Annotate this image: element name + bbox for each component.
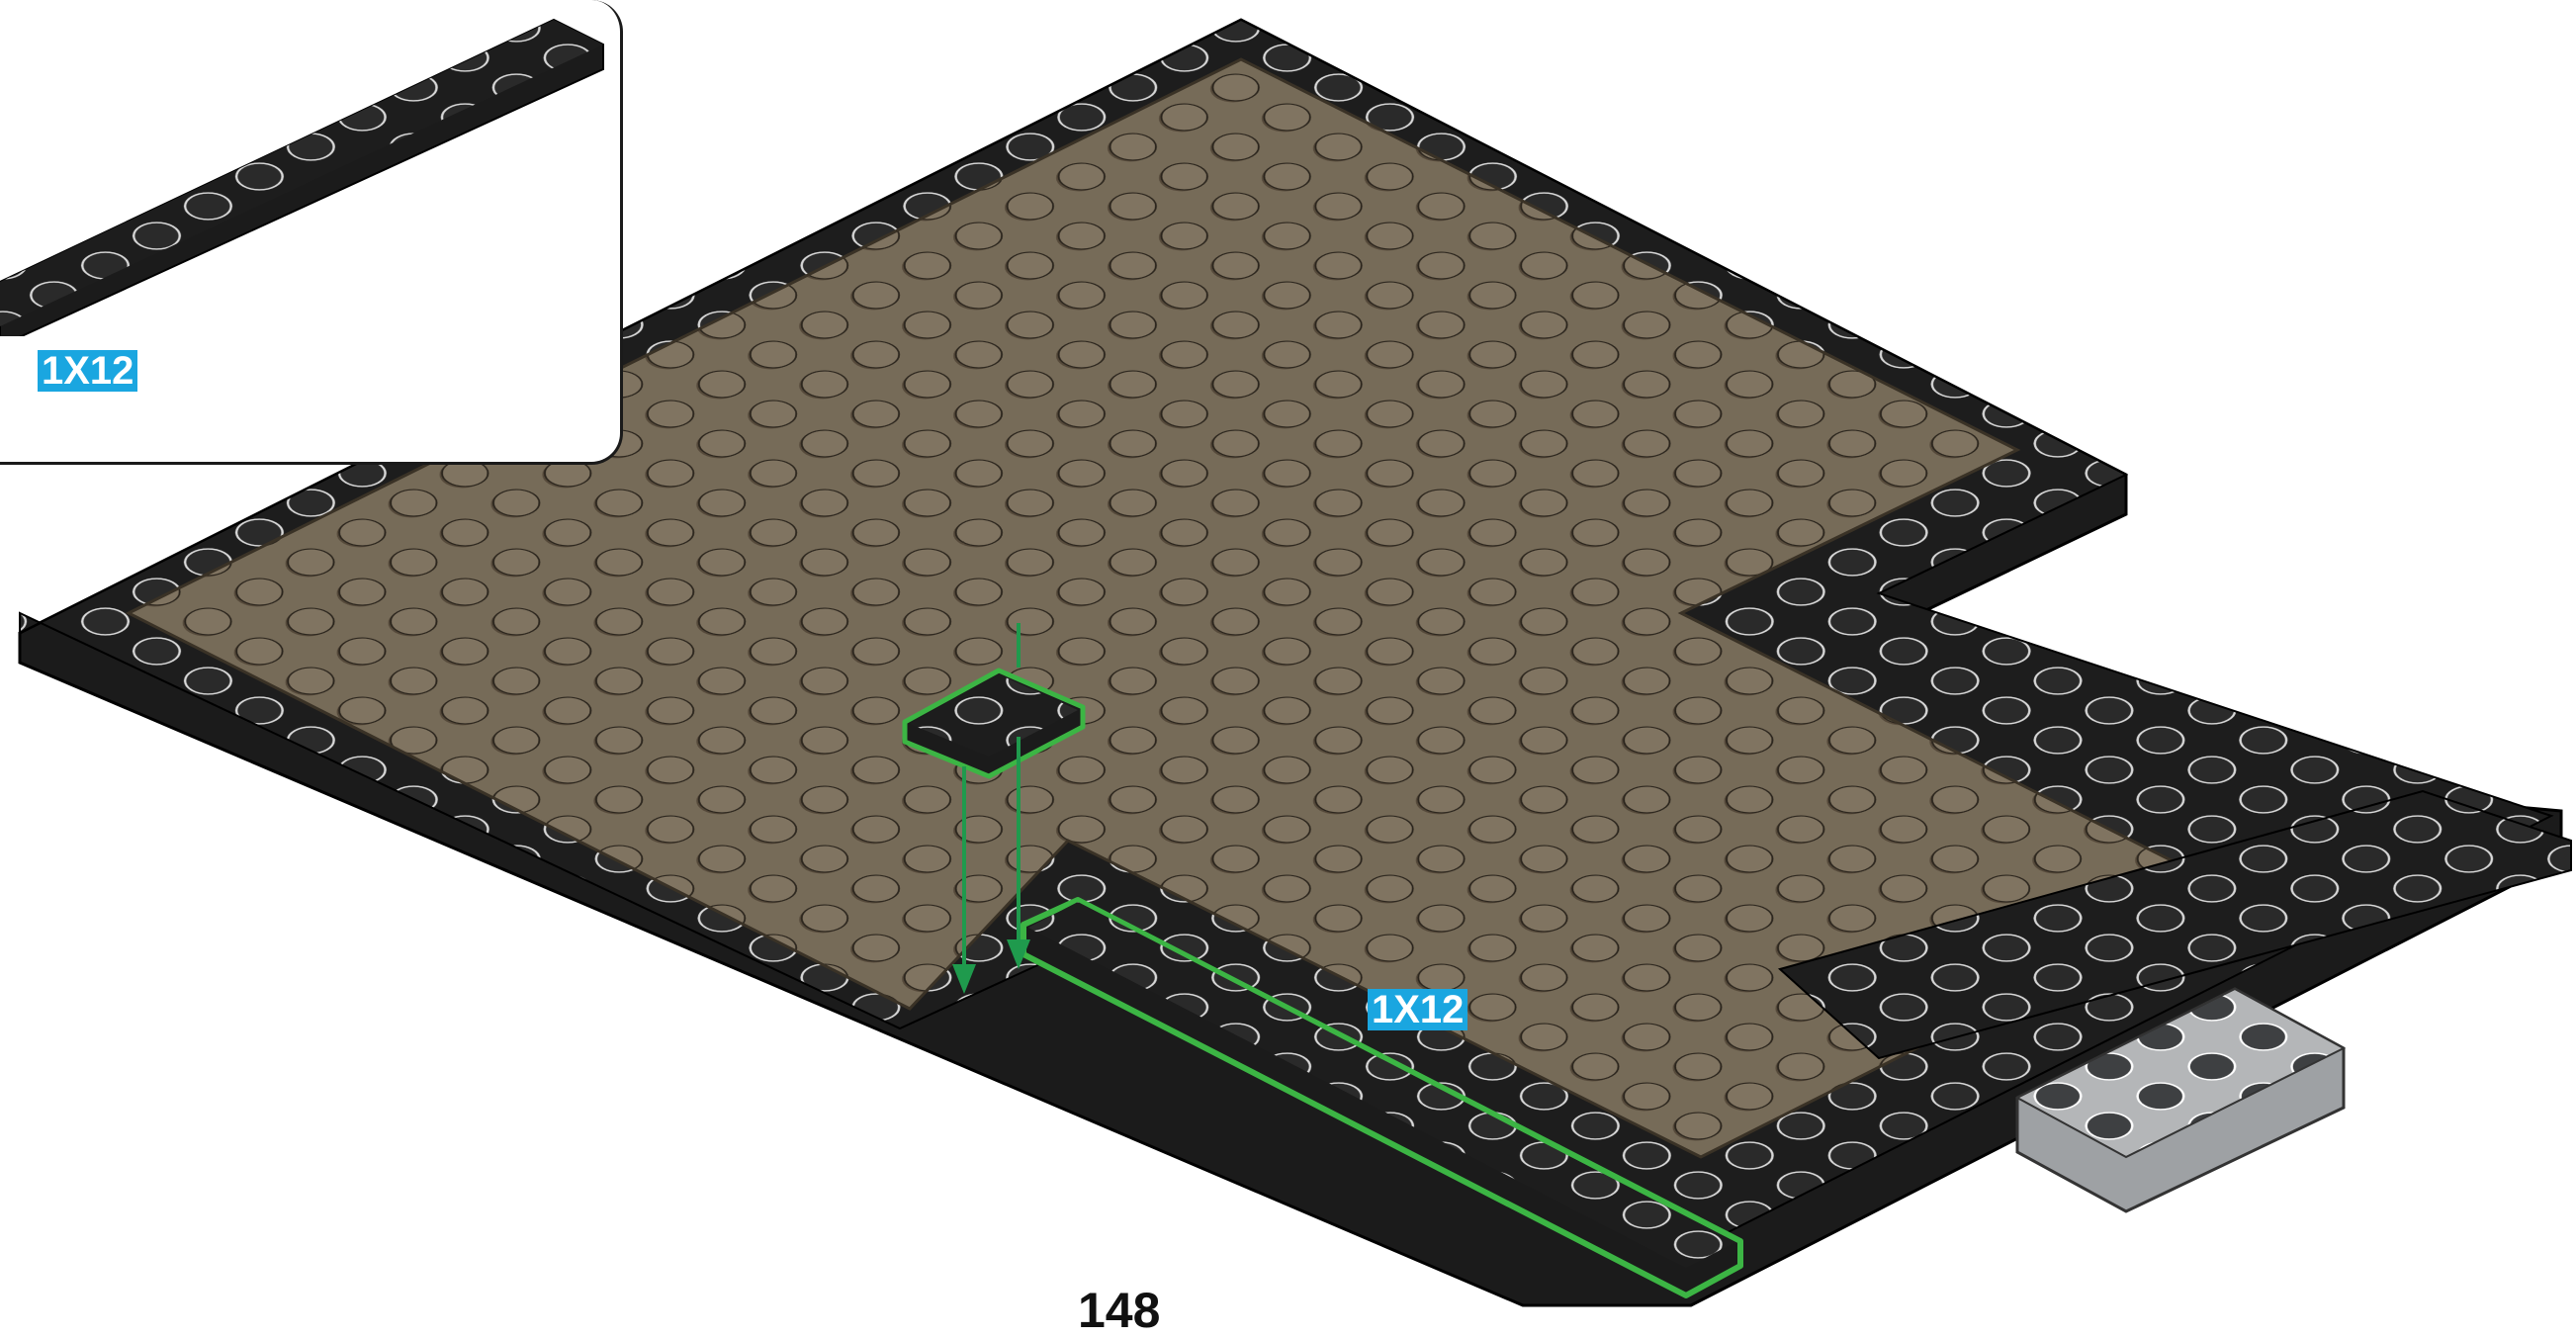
main-part-label: 1X12: [1368, 989, 1467, 1030]
callout-part-label: 1X12: [38, 350, 137, 392]
page-number: 148: [1078, 1282, 1160, 1339]
callout-1x12-plate: [0, 0, 633, 336]
